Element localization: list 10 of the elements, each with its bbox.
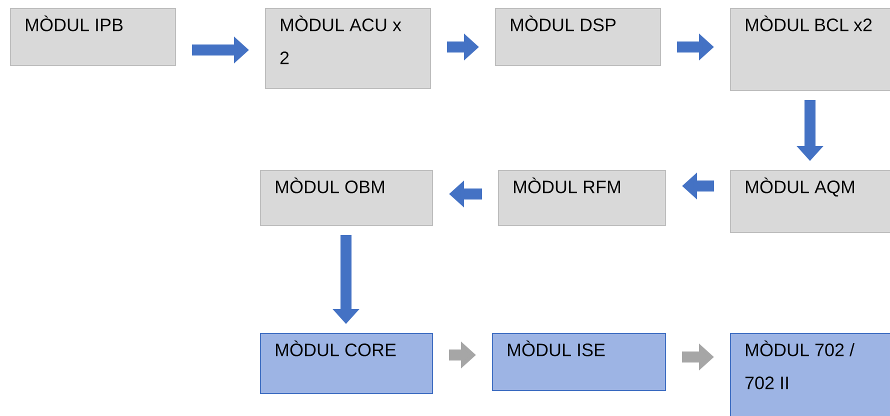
module-box: MÒDUL BCL x2 xyxy=(730,8,890,91)
module-box: MÒDUL IPB xyxy=(10,8,176,66)
module-box: MÒDUL ACU x 2 xyxy=(265,8,431,89)
module-box: MÒDUL CORE xyxy=(260,333,433,394)
module-box: MÒDUL OBM xyxy=(260,170,433,226)
module-box: MÒDUL DSP xyxy=(495,8,661,66)
module-box: MÒDUL AQM xyxy=(730,170,890,233)
module-box: MÒDUL ISE xyxy=(492,333,666,391)
module-box: MÒDUL RFM xyxy=(498,170,666,226)
module-box: MÒDUL 702 / 702 II xyxy=(730,333,890,416)
